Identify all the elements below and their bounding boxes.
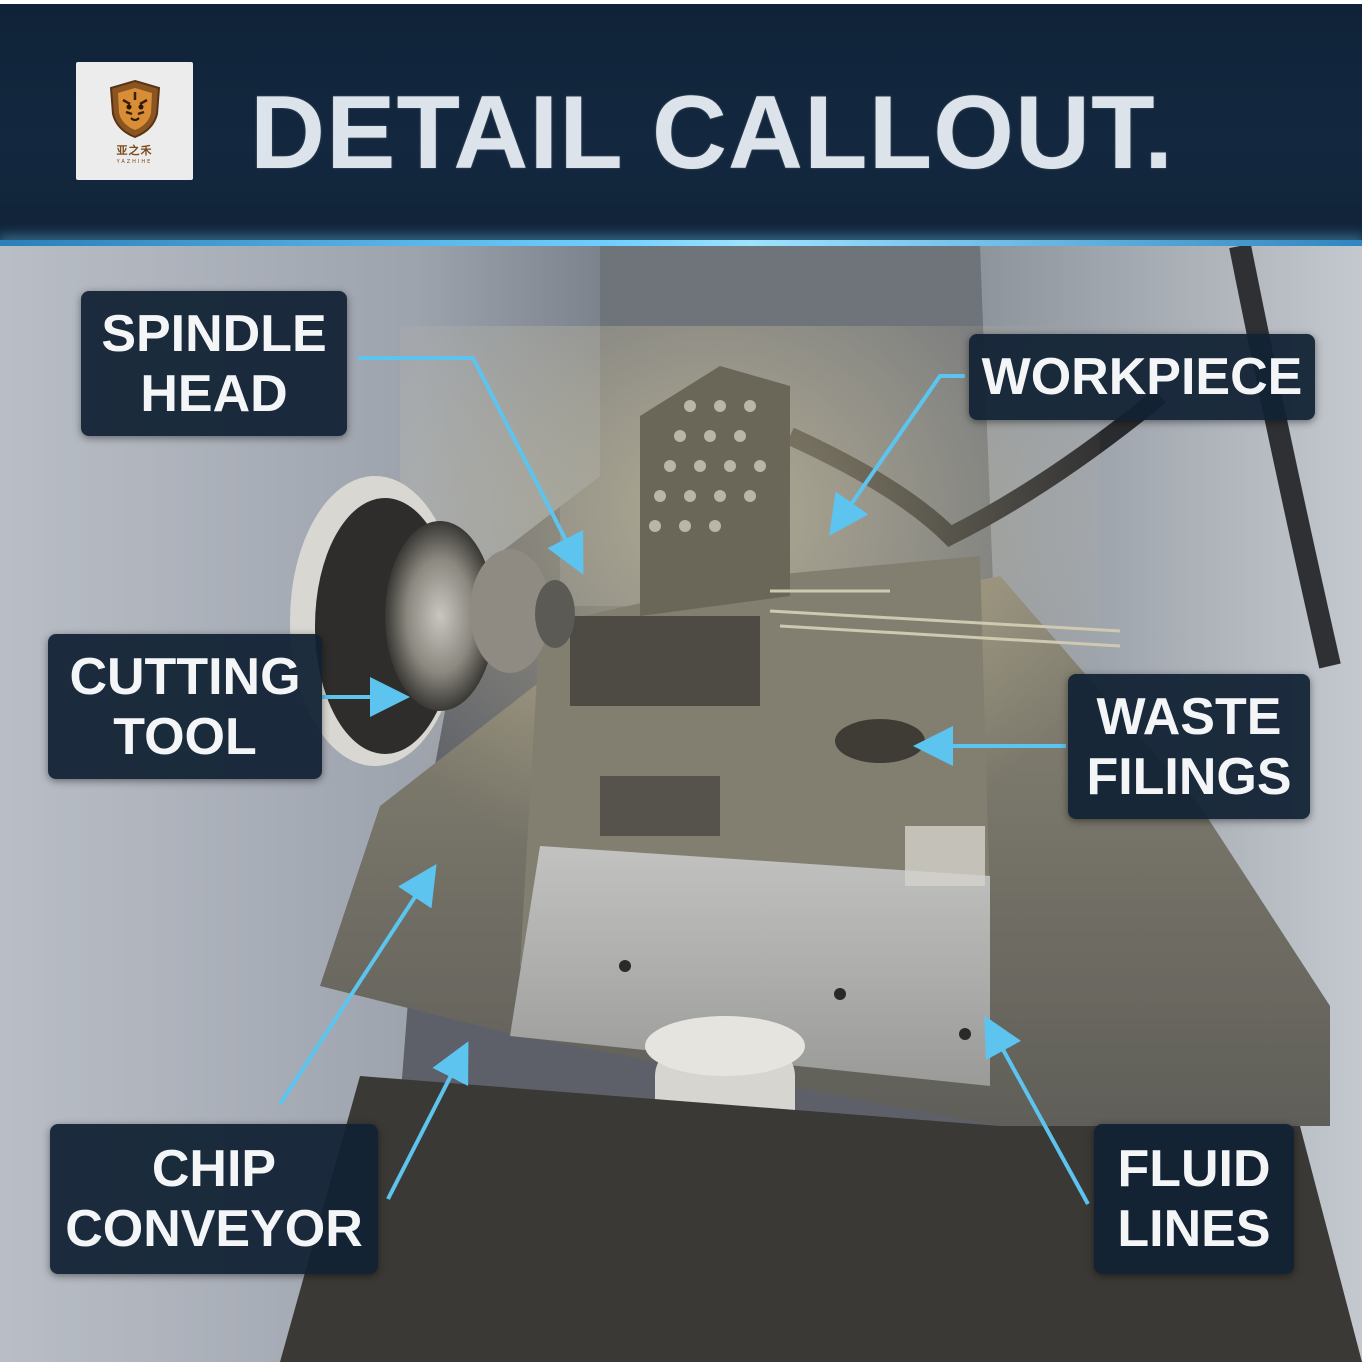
callout-label: CONVEYOR: [65, 1200, 363, 1258]
logo-english-text: YAZHIHE: [116, 158, 153, 165]
brand-logo: 亚之禾 YAZHIHE: [76, 62, 193, 180]
image-frame: 亚之禾 YAZHIHE DETAIL CALLOUT.: [0, 4, 1362, 1362]
header-bar: 亚之禾 YAZHIHE DETAIL CALLOUT.: [0, 4, 1362, 240]
tiger-shield-icon: [109, 79, 160, 138]
callout-workpiece: WORKPIECE: [969, 334, 1315, 420]
callout-label: SPINDLE: [101, 304, 327, 363]
callout-label: CHIP: [151, 1140, 277, 1198]
callout-label: WORKPIECE: [981, 348, 1303, 406]
callout-label: FILINGS: [1086, 747, 1292, 806]
callout-label: WASTE: [1096, 687, 1282, 746]
callout-label: FLUID: [1117, 1140, 1271, 1198]
callout-label: LINES: [1117, 1200, 1271, 1258]
callout-label: TOOL: [113, 707, 257, 766]
callout-label: HEAD: [140, 364, 288, 423]
callout-spindle-head: SPINDLE HEAD: [81, 291, 347, 436]
page-title: DETAIL CALLOUT.: [250, 75, 1174, 191]
callout-fluid-lines: FLUID LINES: [1094, 1124, 1294, 1274]
callout-cutting-tool: CUTTING TOOL: [48, 634, 322, 779]
callout-label: CUTTING: [69, 647, 301, 706]
accent-divider: [0, 240, 1362, 246]
callout-chip-conveyor: CHIP CONVEYOR: [50, 1124, 378, 1274]
logo-chinese-text: 亚之禾: [116, 143, 153, 157]
callout-waste-filings: WASTE FILINGS: [1068, 674, 1310, 819]
